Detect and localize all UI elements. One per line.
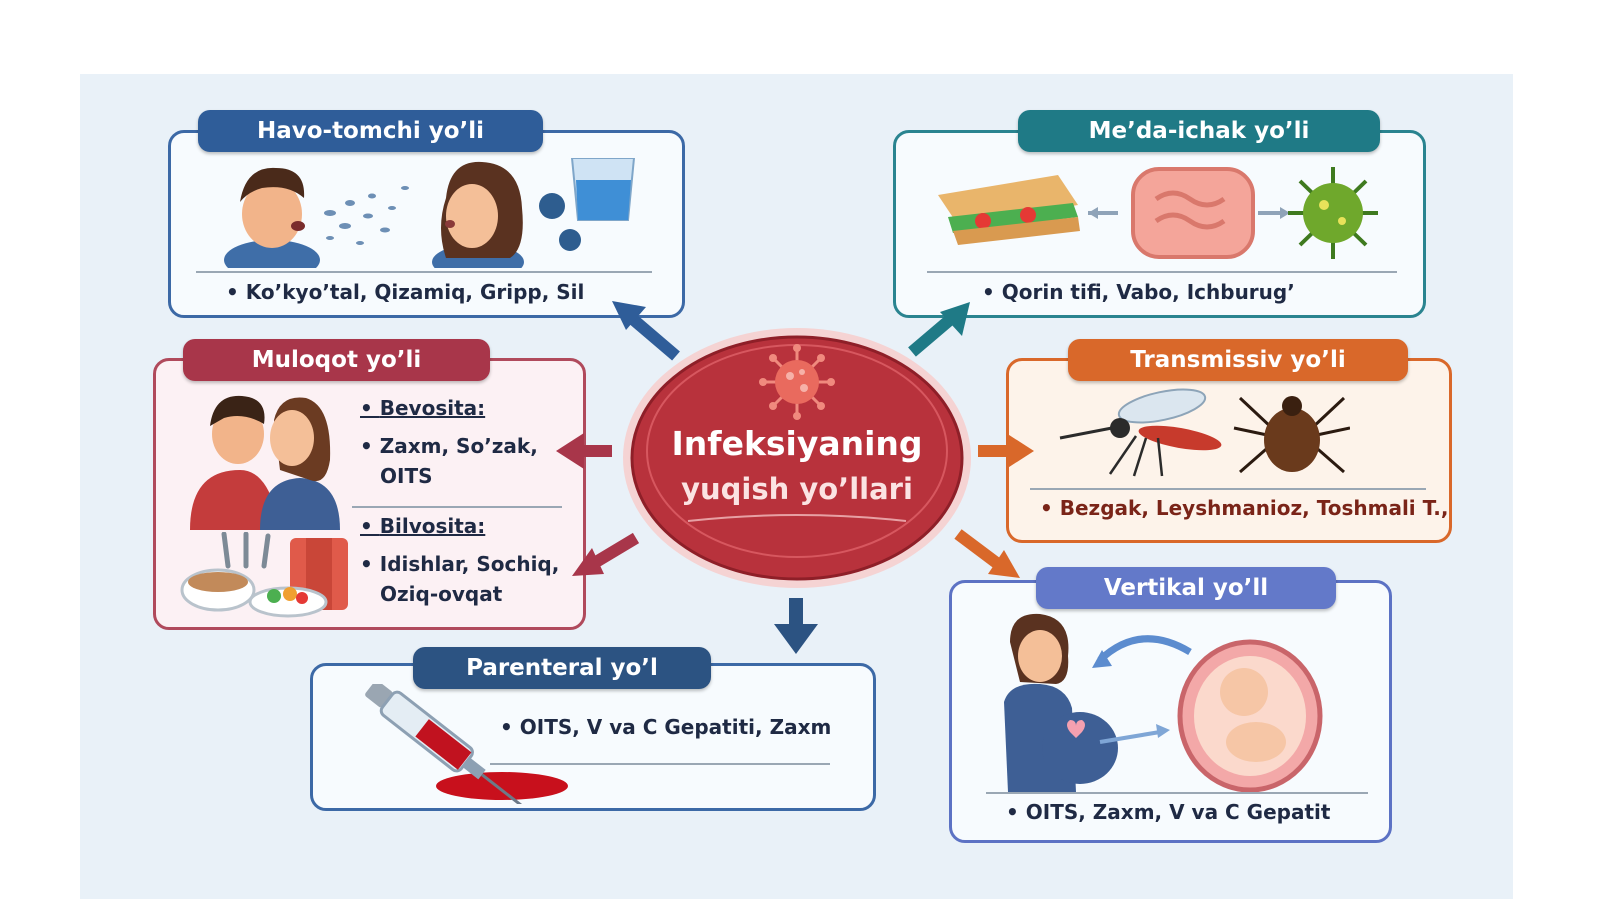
transmissive-route-title: Transmissiv yo’li (1068, 339, 1408, 381)
airborne-route-title: Havo-tomchi yo’li (198, 110, 543, 152)
virus-icon (759, 344, 835, 420)
couple-embracing-illustration (190, 395, 340, 530)
contact-indirect-items-line1: Idishlar, Sochiq, (360, 552, 560, 576)
parenteral-route-title: Parenteral yo’l (413, 647, 711, 689)
syringe-blood-illustration (365, 684, 568, 804)
contact-indirect-label: Bilvosita: (360, 514, 486, 538)
fecal-oral-diseases: Qorin tifi, Vabo, Ichburug’ (982, 280, 1295, 304)
airborne-diseases: Ko’kyo’tal, Qizamiq, Gripp, Sil (226, 280, 585, 304)
center-oval (623, 328, 971, 588)
parenteral-diseases: OITS, V va C Gepatiti, Zaxm (500, 715, 832, 739)
people-sneezing-illustration (224, 158, 636, 268)
contact-direct-label: Bevosita: (360, 396, 485, 420)
fecal-oral-separator (927, 271, 1397, 273)
vertical-route-title: Vertikal yo’ll (1036, 567, 1336, 609)
vertical-diseases: OITS, Zaxm, V va C Gepatit (1006, 800, 1331, 824)
center-title-line1: Infeksiyaning (671, 424, 923, 463)
contact-separator (352, 506, 562, 508)
center-title-line2: yuqish yo’llari (681, 472, 913, 506)
food-intestine-germ-illustration (938, 167, 1378, 259)
contact-indirect-items-line2: Oziq-ovqat (380, 582, 503, 606)
transmissive-diseases: Bezgak, Leyshmanioz, Toshmali T., (1040, 496, 1449, 520)
contact-route-title: Muloqot yo’li (183, 339, 490, 381)
airborne-separator (196, 271, 652, 273)
vertical-separator (986, 792, 1368, 794)
contact-direct-diseases-line1: Zaxm, So’zak, (360, 434, 538, 458)
mosquito-tick-illustration (1059, 388, 1350, 477)
contact-direct-diseases-line2: OITS (380, 464, 433, 488)
parenteral-separator (490, 763, 830, 765)
shared-utensils-illustration (180, 532, 348, 618)
transmissive-separator (1030, 488, 1426, 490)
mother-fetus-illustration (1004, 613, 1323, 792)
fecal-oral-route-title: Me’da-ichak yo’li (1018, 110, 1380, 152)
